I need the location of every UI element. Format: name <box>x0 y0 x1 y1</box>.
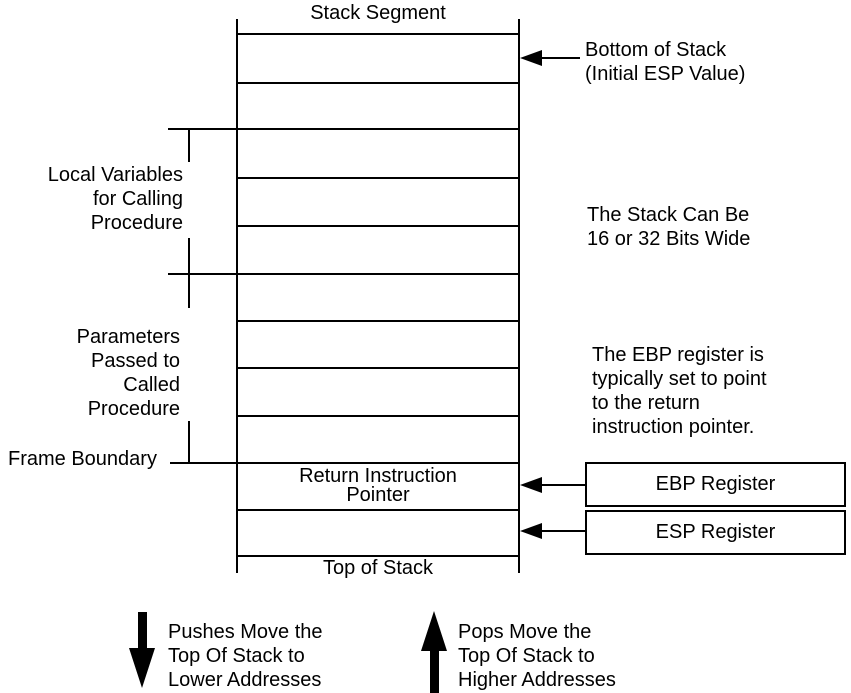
stack-line <box>236 82 520 84</box>
parameters-label: Parameters Passed to Called Procedure <box>76 326 180 420</box>
stack-width-annotation: The Stack Can Be 16 or 32 Bits Wide <box>587 204 751 250</box>
top-of-stack-label: Top of Stack <box>322 557 434 579</box>
bracket-extension <box>168 273 236 275</box>
ebp-register-box: EBP Register <box>585 462 846 507</box>
arrow-up-icon <box>421 611 447 651</box>
stack-line <box>236 320 520 322</box>
stack-line <box>236 128 520 130</box>
arrow-line <box>540 484 585 486</box>
stack-line <box>236 462 520 464</box>
arrow-left-icon <box>520 477 542 493</box>
pushes-legend: Pushes Move the Top Of Stack to Lower Ad… <box>168 621 323 691</box>
bracket-tick <box>188 238 190 308</box>
return-instruction-pointer-cell: Return Instruction Pointer <box>299 465 457 506</box>
arrow-line <box>540 57 580 59</box>
arrow-left-icon <box>520 50 542 66</box>
stack-line <box>236 415 520 417</box>
arrow-down-icon <box>129 648 155 688</box>
arrow-left-icon <box>520 523 542 539</box>
diagram-title: Stack Segment <box>310 2 446 24</box>
pops-legend: Pops Move the Top Of Stack to Higher Add… <box>458 621 616 691</box>
ebp-note-annotation: The EBP register is typically set to poi… <box>592 344 767 438</box>
stack-line <box>236 367 520 369</box>
arrow-down-icon <box>138 612 147 650</box>
bracket-extension <box>168 128 236 130</box>
bottom-of-stack-annotation: Bottom of Stack (Initial ESP Value) <box>585 39 746 85</box>
stack-right-edge <box>518 19 520 573</box>
stack-line <box>236 555 520 557</box>
frame-boundary-label: Frame Boundary <box>8 448 157 470</box>
arrow-up-icon <box>430 649 439 693</box>
stack-line <box>236 509 520 511</box>
esp-register-box: ESP Register <box>585 510 846 555</box>
stack-left-edge <box>236 19 238 573</box>
stack-line <box>236 33 520 35</box>
arrow-line <box>540 530 585 532</box>
stack-line <box>236 225 520 227</box>
frame-boundary-line <box>170 462 236 464</box>
local-variables-label: Local Variables for Calling Procedure <box>47 164 183 234</box>
bracket-tick <box>188 421 190 464</box>
bracket-tick <box>188 128 190 162</box>
stack-line <box>236 273 520 275</box>
stack-line <box>236 177 520 179</box>
